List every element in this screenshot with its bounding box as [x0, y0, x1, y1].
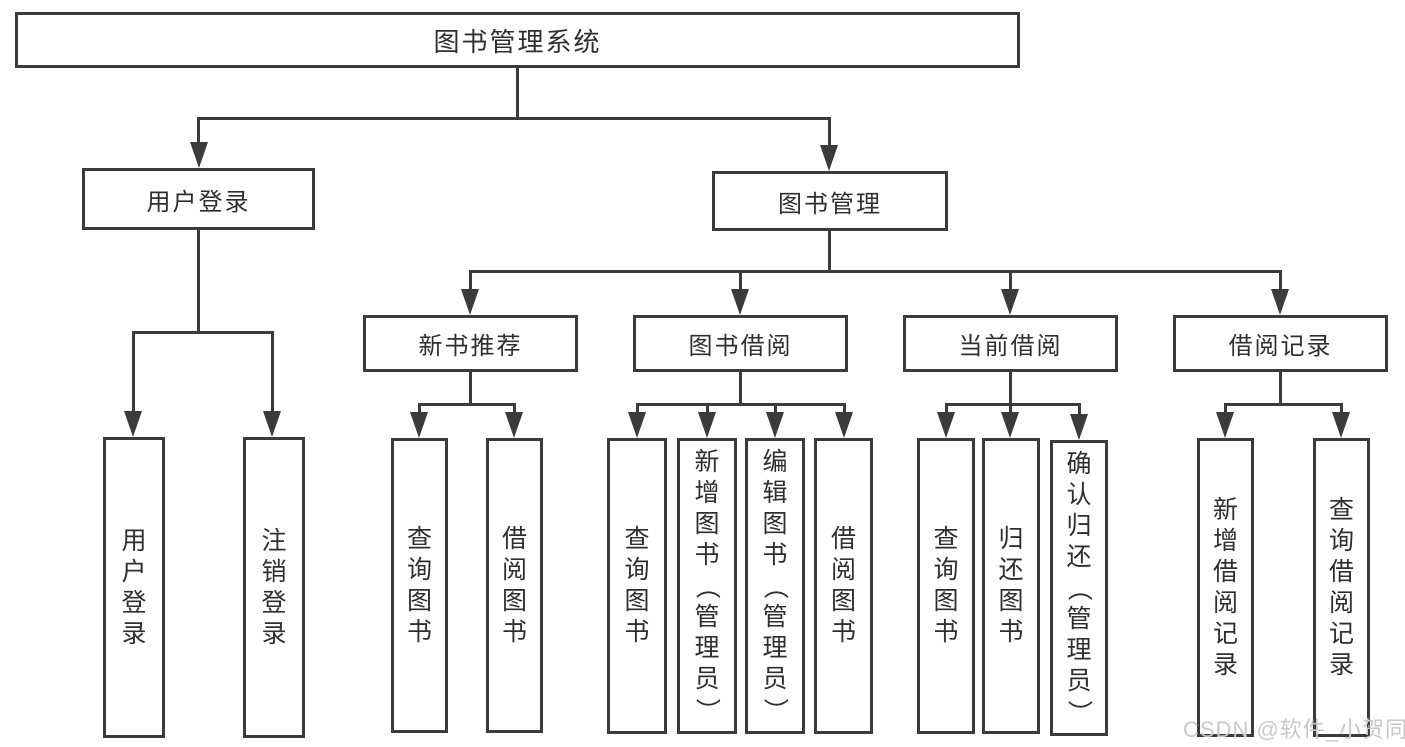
connector-line	[706, 403, 709, 414]
connector-line	[774, 403, 777, 414]
leaf-label: 编辑图书（管理员）	[761, 447, 790, 723]
node-borrowing-records: 借阅记录	[1173, 315, 1388, 372]
arrow-head	[1001, 412, 1019, 438]
leaf-label: 借阅图书	[501, 524, 527, 646]
leaf-label: 查询图书	[624, 525, 650, 646]
leaf-label: 借阅图书	[830, 525, 856, 646]
connector-line	[197, 117, 200, 145]
connector-line	[739, 270, 742, 291]
connector-line	[636, 403, 846, 406]
csdn-watermark: CSDN @软件_小贺同学	[1183, 717, 1405, 742]
arrow-head	[835, 412, 853, 438]
node-label: 图书管理	[778, 190, 882, 218]
arrow-head	[1332, 412, 1350, 438]
node-new-book-recommendation: 新书推荐	[363, 315, 578, 372]
leaf-add-books-admin: 新增图书（管理员）	[677, 438, 737, 734]
node-label: 图书管理系统	[433, 26, 602, 57]
arrow-head	[410, 412, 428, 438]
connector-line	[418, 403, 516, 406]
arrow-head	[766, 412, 784, 438]
leaf-user-login: 用户登录	[103, 437, 165, 738]
leaf-query-books-current: 查询图书	[917, 438, 975, 734]
arrow-head	[698, 412, 716, 438]
arrow-head	[1070, 414, 1088, 440]
connector-line	[1279, 270, 1282, 291]
leaf-confirm-return-admin: 确认归还（管理员）	[1050, 440, 1108, 736]
connector-line	[945, 403, 948, 414]
leaf-label: 注销登录	[261, 526, 287, 648]
leaf-edit-books-admin: 编辑图书（管理员）	[745, 438, 805, 734]
connector-line	[469, 270, 472, 291]
connector-line	[513, 403, 516, 414]
node-book-borrowing: 图书借阅	[633, 315, 848, 372]
leaf-label: 用户登录	[121, 526, 147, 648]
arrow-head	[124, 411, 142, 437]
connector-line	[197, 117, 831, 120]
connector-line	[516, 68, 519, 118]
arrow-head	[190, 142, 208, 168]
arrow-head	[461, 289, 479, 315]
leaf-borrow-books: 借阅图书	[814, 438, 873, 734]
connector-line	[1078, 403, 1081, 416]
connector-line	[1279, 370, 1282, 406]
node-book-management: 图书管理	[712, 171, 948, 231]
connector-line	[828, 117, 831, 147]
arrow-head	[505, 412, 523, 438]
leaf-query-books-recommend: 查询图书	[391, 438, 448, 733]
arrow-head	[731, 289, 749, 315]
connector-line	[132, 331, 273, 334]
node-label: 图书借阅	[688, 333, 793, 360]
node-label: 新书推荐	[418, 333, 523, 360]
connector-line	[469, 370, 472, 406]
leaf-query-borrow-record: 查询借阅记录	[1313, 438, 1370, 737]
node-user-login: 用户登录	[82, 168, 315, 230]
connector-line	[1224, 403, 1227, 414]
leaf-label: 查询借阅记录	[1328, 495, 1354, 679]
node-label: 借阅记录	[1228, 333, 1333, 360]
node-current-borrowing: 当前借阅	[903, 315, 1118, 372]
leaf-logout: 注销登录	[243, 437, 305, 738]
connector-line	[1009, 270, 1012, 291]
arrow-head	[263, 411, 281, 437]
arrow-head	[628, 412, 646, 438]
connector-line	[1009, 370, 1012, 406]
leaf-label: 查询图书	[933, 525, 959, 646]
connector-line	[469, 270, 1281, 273]
leaf-add-borrow-record: 新增借阅记录	[1197, 438, 1254, 737]
leaf-label: 新增借阅记录	[1212, 495, 1238, 679]
connector-line	[636, 403, 639, 414]
connector-line	[197, 230, 200, 334]
arrow-head	[937, 412, 955, 438]
arrow-head	[1216, 412, 1234, 438]
node-label: 当前借阅	[958, 333, 1063, 360]
connector-line	[945, 403, 1081, 406]
leaf-label: 查询图书	[406, 524, 432, 646]
arrow-head	[1271, 289, 1289, 315]
arrow-head	[820, 145, 838, 171]
leaf-return-books: 归还图书	[982, 438, 1040, 734]
connector-line	[132, 331, 135, 413]
node-label: 用户登录	[146, 188, 251, 216]
leaf-borrow-books-recommend: 借阅图书	[486, 438, 543, 733]
connector-line	[271, 331, 274, 413]
connector-line	[1340, 403, 1343, 414]
leaf-label: 确认归还（管理员）	[1065, 449, 1094, 725]
leaf-query-books-borrow: 查询图书	[607, 438, 667, 734]
connector-line	[739, 370, 742, 406]
connector-line	[1224, 403, 1343, 406]
connector-line	[418, 403, 421, 414]
leaf-label: 归还图书	[998, 525, 1024, 646]
connector-line	[1009, 403, 1012, 414]
connector-line	[828, 231, 831, 273]
connector-line	[843, 403, 846, 414]
arrow-head	[1001, 289, 1019, 315]
node-library-management-system: 图书管理系统	[15, 12, 1020, 68]
leaf-label: 新增图书（管理员）	[693, 447, 722, 723]
